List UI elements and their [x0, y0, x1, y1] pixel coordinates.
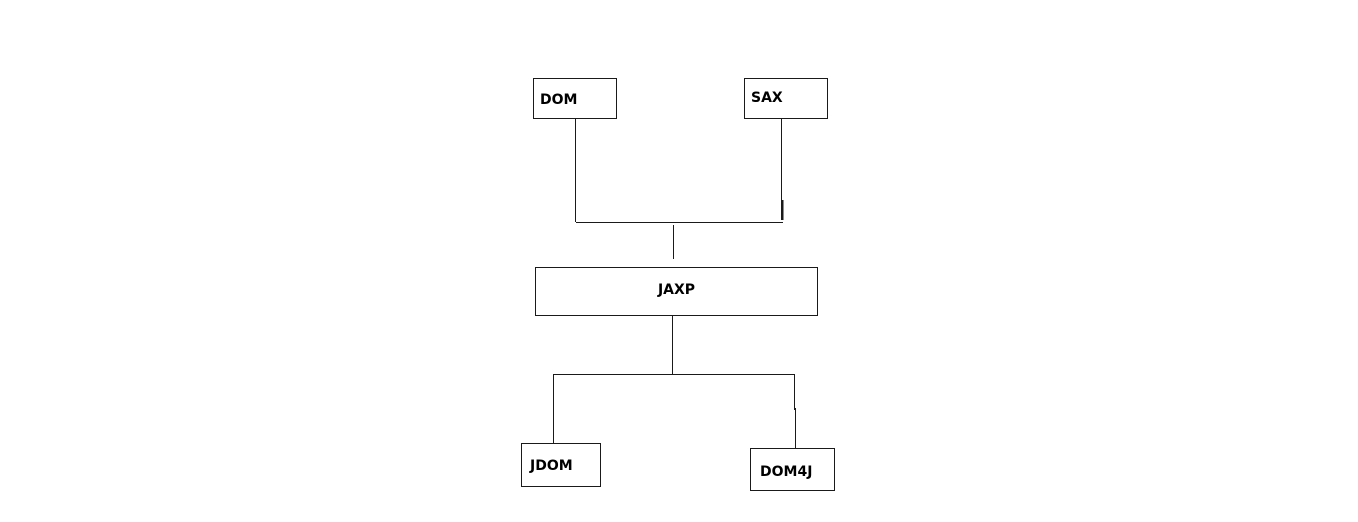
node-jaxp: JAXP: [535, 267, 818, 316]
node-sax-label: SAX: [751, 90, 783, 106]
node-dom-label: DOM: [540, 92, 578, 108]
node-dom4j: DOM4J: [750, 448, 835, 491]
node-jaxp-label: JAXP: [657, 282, 696, 298]
node-jdom: JDOM: [521, 443, 601, 487]
node-sax: SAX: [744, 78, 828, 119]
node-dom: DOM: [533, 78, 617, 119]
node-jdom-label: JDOM: [530, 458, 573, 474]
node-dom4j-label: DOM4J: [760, 464, 813, 480]
